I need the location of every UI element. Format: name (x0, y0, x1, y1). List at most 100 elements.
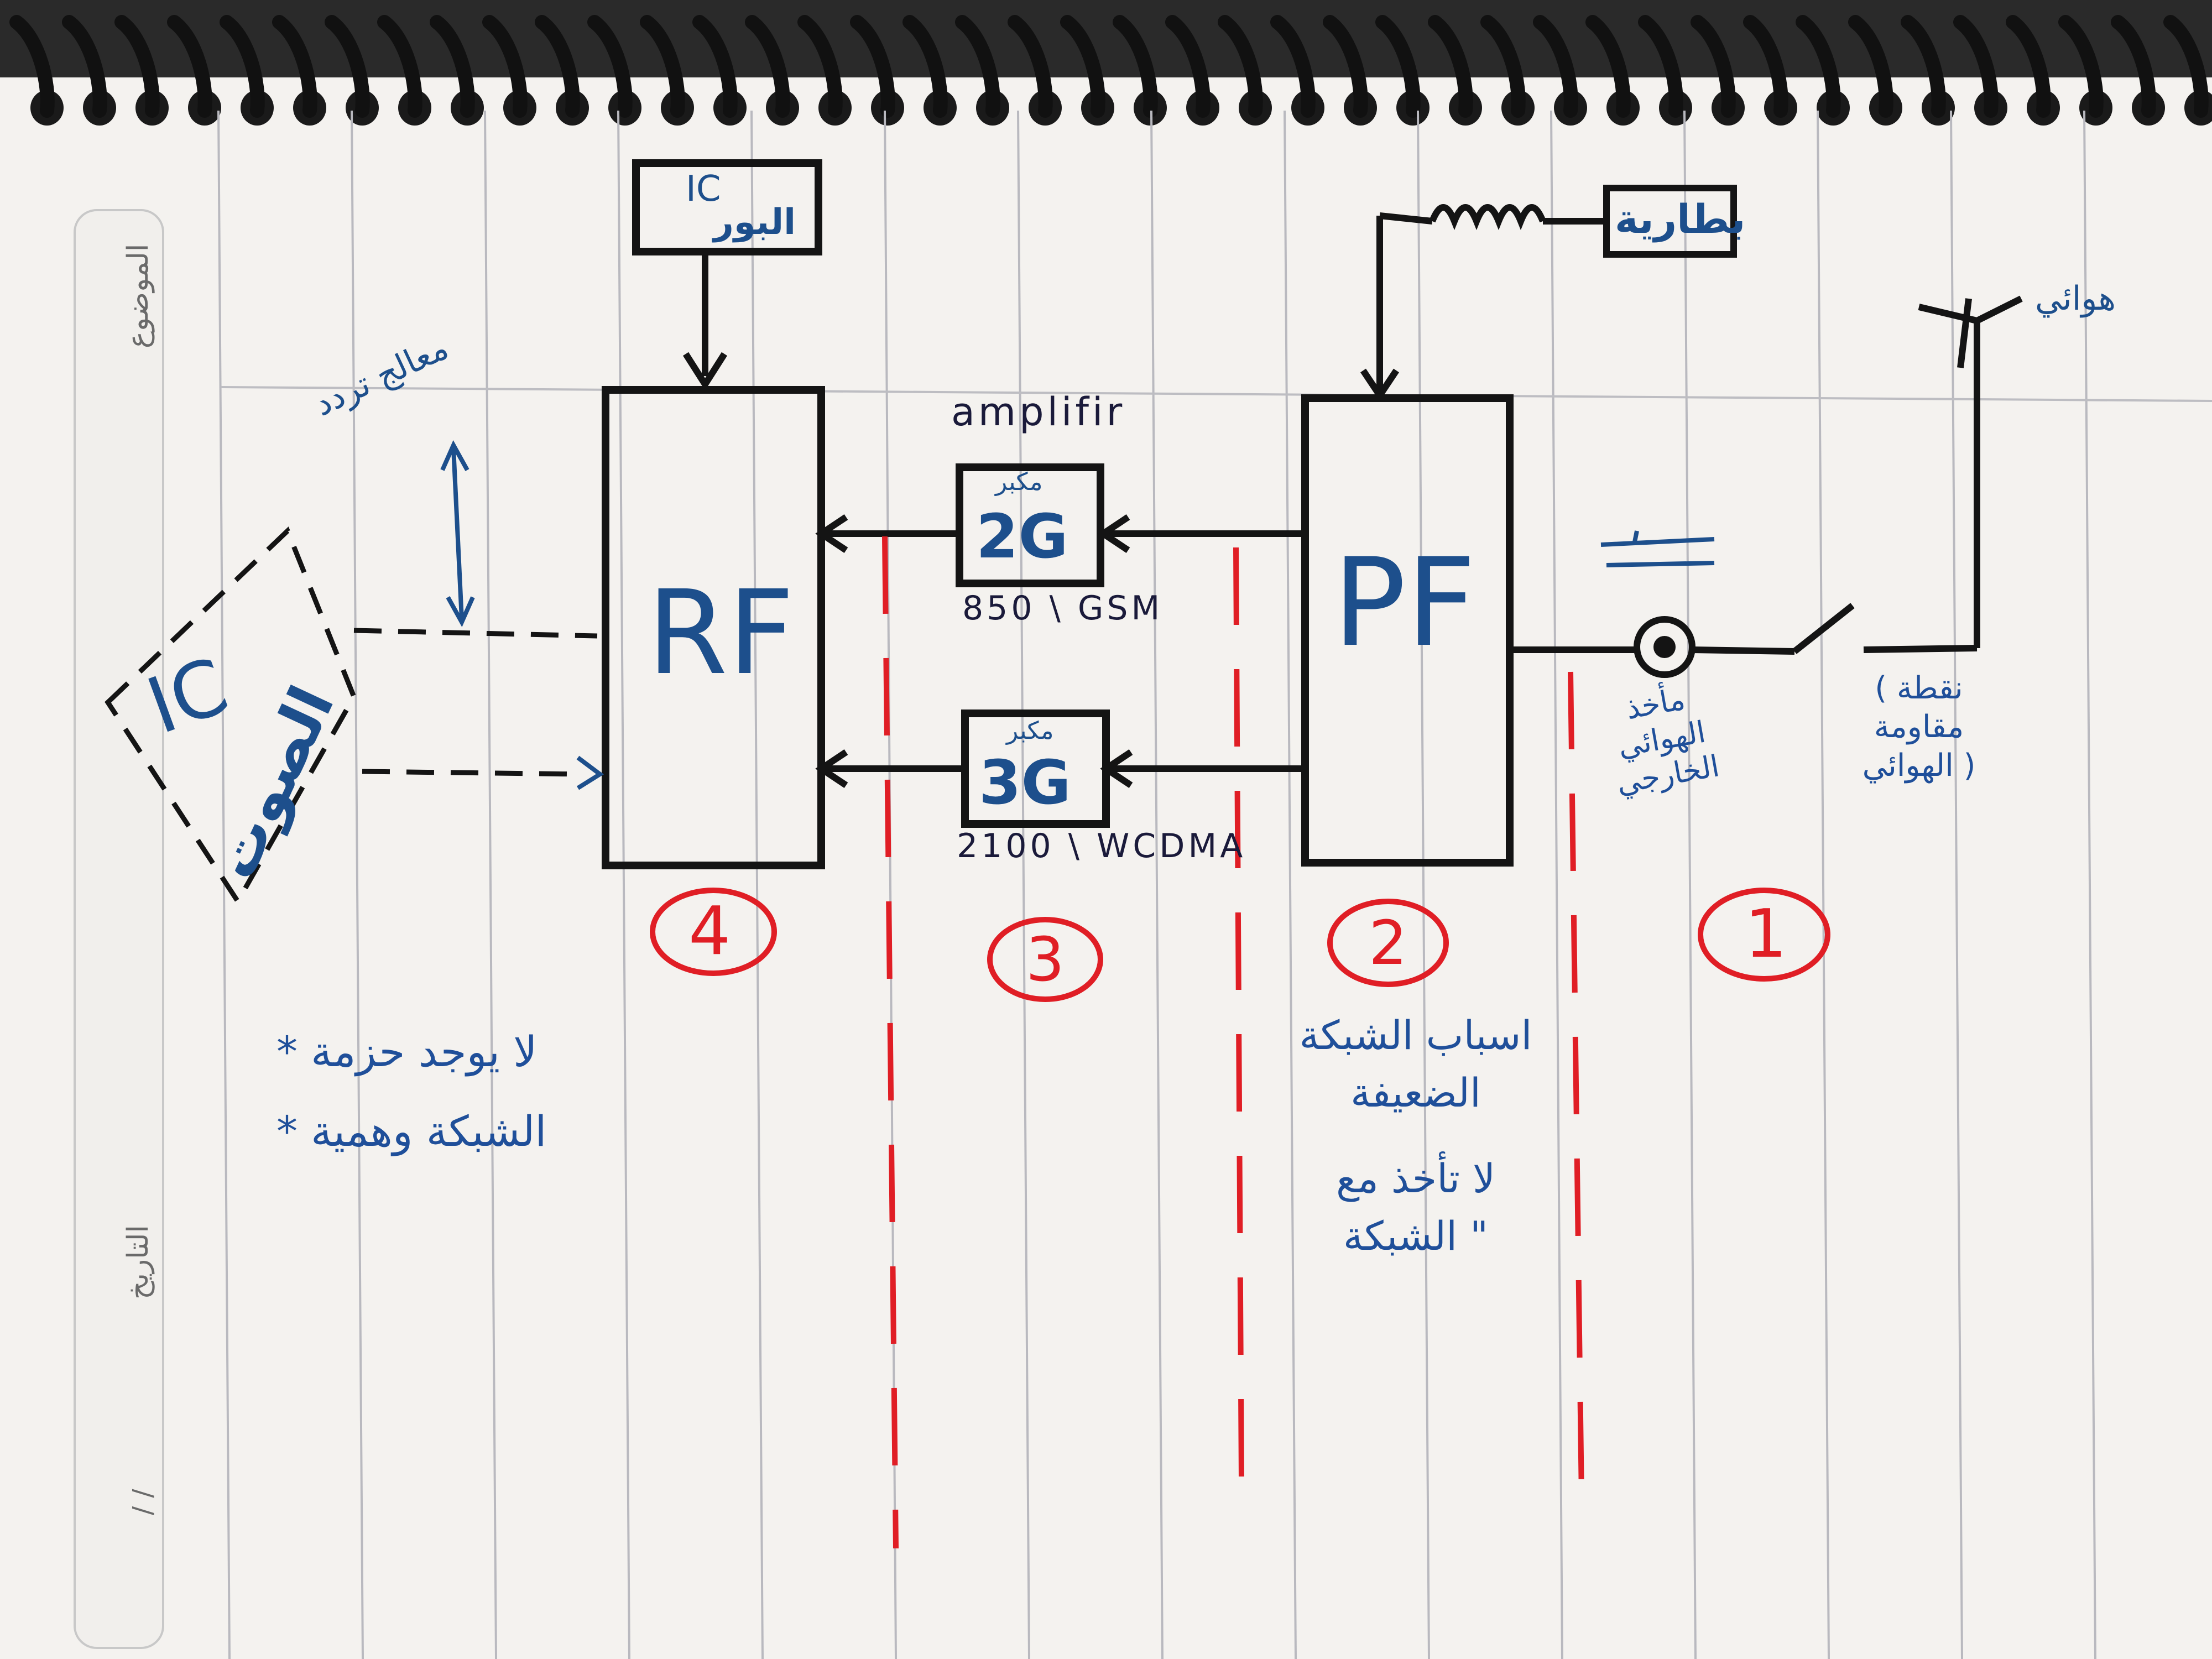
power-ic-block (632, 159, 822, 391)
rf-block (602, 386, 825, 869)
binding-ring (167, 15, 212, 118)
section-number-1: 1 (1745, 896, 1787, 973)
binding-ring (62, 15, 107, 118)
pf-note-4: الشبكة " (1343, 1213, 1489, 1260)
date-label: التاريخ (122, 1225, 155, 1300)
date-slashes: / / (127, 1489, 158, 1515)
binding-ring (1743, 15, 1788, 118)
binding-ring (692, 15, 738, 118)
pf-note-3: لا تأخذ مع (1336, 1155, 1495, 1202)
pf-note-1: اسباب الشبكة (1299, 1012, 1532, 1058)
section-number-3: 3 (1026, 924, 1065, 995)
binding-ring (2111, 15, 2156, 118)
pf-notes: اسباب الشبكة الضعيفة لا تأخذ مع الشبكة " (1283, 1006, 1548, 1265)
switch-note-line-1: ( نقطة (1875, 670, 1963, 706)
battery-feed (1360, 185, 1737, 401)
ruled-line (617, 110, 630, 1659)
page-top-shadow (0, 0, 2212, 77)
binding-ring (1323, 15, 1368, 118)
binding-ring (1533, 15, 1578, 118)
ruled-line (351, 110, 364, 1659)
switch-note-line-2: مقاومة (1874, 709, 1964, 745)
ruled-line (1950, 110, 1963, 1659)
binding-ring (9, 15, 55, 118)
binding-ring (1428, 15, 1473, 118)
binding-ring (1270, 15, 1316, 118)
antenna-label: هوائي (2035, 279, 2116, 318)
amp-2g-label: 2G (976, 501, 1068, 572)
amp-2g-top: مكبر (995, 468, 1043, 496)
pf-note-2: الضعيفة (1350, 1070, 1481, 1117)
ruled-line (1417, 110, 1430, 1659)
section-number-2: 2 (1369, 907, 1407, 978)
ext-antenna-label: مأخذ الهوائي الخارجي (1590, 676, 1734, 804)
rf-notes: * لا يوجد حزمة * الشبكة وهمية (276, 1012, 546, 1172)
wcdma-label: 2100 \ WCDMA (957, 827, 1246, 865)
power-ic-label: البور (713, 202, 796, 243)
binding-ring (587, 15, 633, 118)
binding-ring (850, 15, 895, 118)
rf-label: RF (647, 565, 795, 701)
binding-ring (430, 15, 475, 118)
ruled-line (217, 110, 231, 1659)
binding-ring (2163, 15, 2209, 118)
binding-ring (1691, 15, 1736, 118)
binding-ring (1375, 15, 1421, 118)
binding-ring (955, 15, 1000, 118)
binding-ring (482, 15, 528, 118)
binding-ring (220, 15, 265, 118)
binding-ring (1848, 15, 1893, 118)
binding-ring (1218, 15, 1263, 118)
audio-ic-block (105, 526, 598, 906)
amp-3g-top: مكبر (1006, 717, 1054, 745)
rf-note-2: * الشبكة وهمية (276, 1107, 547, 1156)
binding-ring (1165, 15, 1211, 118)
binding-ring (1480, 15, 1526, 118)
binding-ring (1638, 15, 1683, 118)
paper-sheet (0, 77, 2212, 1659)
ruled-line (1683, 110, 1697, 1659)
binding-ring (272, 15, 317, 118)
binding-ring (797, 15, 843, 118)
switch-note-line-3: الهوائي ) (1862, 748, 1976, 784)
power-ic-ic-text: IC (686, 169, 721, 210)
binding-ring (1008, 15, 1053, 118)
margin-header-box (74, 209, 164, 1649)
binding-ring (535, 15, 580, 118)
switch-note-label: ( نقطة مقاومة الهوائي ) (1836, 669, 2002, 785)
binding-ring (1796, 15, 1841, 118)
ruled-line (1550, 110, 1563, 1659)
signal-arrows (815, 514, 1305, 788)
ruled-line (1284, 110, 1297, 1659)
binding-ring (2006, 15, 2051, 118)
top-margin-line (221, 386, 2212, 402)
subject-label: الموضوع (122, 243, 155, 348)
ruled-line (1150, 110, 1164, 1659)
ruled-line (1017, 110, 1030, 1659)
amplifier-label: amplifir (951, 389, 1126, 435)
ruled-line (484, 110, 497, 1659)
ruled-line (750, 110, 764, 1659)
binding-ring (2058, 15, 2104, 118)
ruled-line (1817, 110, 1830, 1659)
section-dividers (882, 536, 1584, 1549)
ruled-lines (217, 110, 2096, 1659)
ruled-line (2083, 110, 2096, 1659)
battery-label: بطارية (1615, 196, 1746, 242)
binding-ring (1953, 15, 1999, 118)
gsm-label: 850 \ GSM (962, 589, 1164, 628)
binding-ring (1901, 15, 1946, 118)
pf-block (1301, 394, 1514, 867)
antenna-path (1510, 295, 2023, 678)
amp-3g-label: 3G (979, 747, 1071, 818)
spiral-binding (9, 15, 2212, 126)
binding-ring (114, 15, 160, 118)
binding-ring (1113, 15, 1158, 118)
binding-ring (377, 15, 422, 118)
binding-ring (745, 15, 790, 118)
binding-ring (902, 15, 948, 118)
audio-dashed-arrows (440, 440, 604, 790)
rf-note-1: * لا يوجد حزمة (276, 1027, 538, 1076)
amp-2g-block (956, 463, 1104, 587)
